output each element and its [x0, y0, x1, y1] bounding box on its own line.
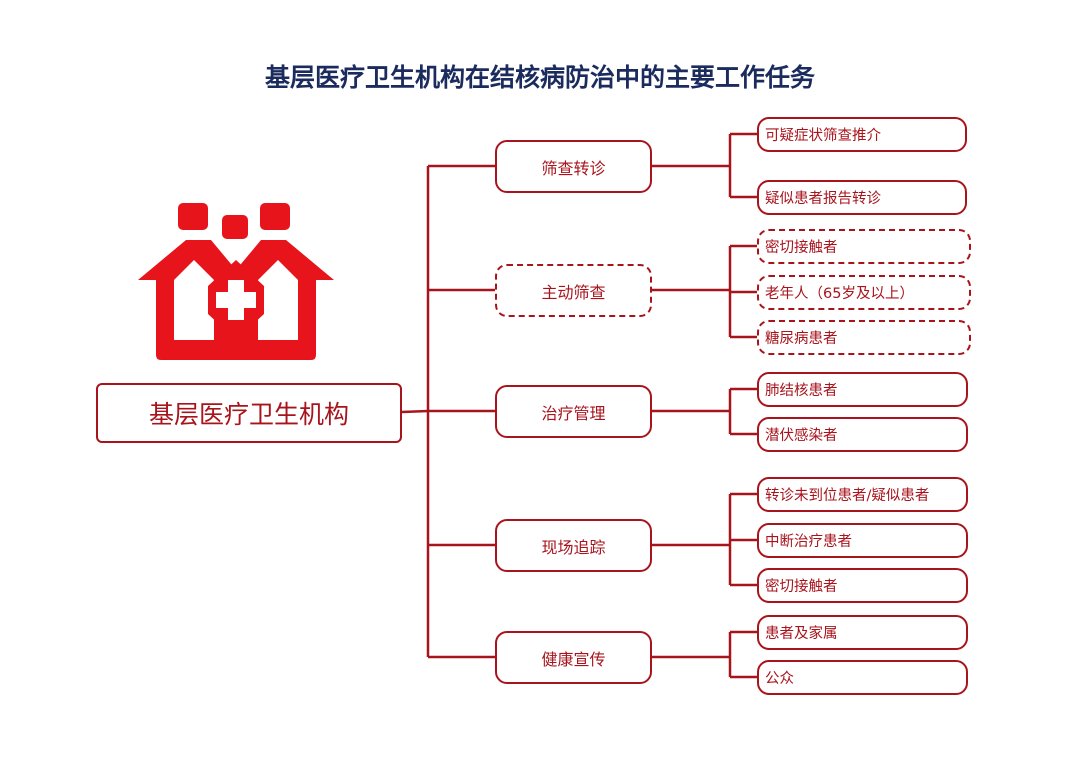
- leaf-node: 中断治疗患者: [757, 523, 968, 558]
- leaf-node: 密切接触者: [757, 568, 968, 603]
- leaf-label: 密切接触者: [765, 240, 838, 256]
- leaf-label: 公众: [765, 671, 794, 687]
- leaf-label: 肺结核患者: [765, 383, 838, 399]
- leaf-label: 转诊未到位患者/疑似患者: [765, 488, 930, 504]
- leaf-label: 疑似患者报告转诊: [765, 191, 881, 207]
- branch-label: 筛查转诊: [541, 158, 606, 178]
- branch-node: 主动筛查: [495, 264, 652, 317]
- branch-node: 现场追踪: [495, 519, 652, 572]
- leaf-label: 老年人（65岁及以上）: [765, 286, 914, 302]
- leaf-label: 中断治疗患者: [765, 534, 852, 550]
- root-connector: [401, 409, 429, 414]
- leaf-node: 老年人（65岁及以上）: [757, 275, 971, 310]
- leaf-node: 糖尿病患者: [757, 320, 971, 355]
- community-health-logo-icon: [138, 203, 334, 360]
- leaf-node: 患者及家属: [757, 615, 968, 650]
- leaf-label: 糖尿病患者: [765, 331, 838, 347]
- branch-label: 健康宣传: [541, 649, 606, 669]
- leaf-node: 疑似患者报告转诊: [757, 180, 967, 215]
- leaf-label: 患者及家属: [765, 626, 838, 642]
- branch-label: 现场追踪: [541, 537, 606, 557]
- page-title: 基层医疗卫生机构在结核病防治中的主要工作任务: [264, 63, 815, 92]
- leaf-node: 转诊未到位患者/疑似患者: [757, 477, 968, 512]
- branch-label: 主动筛查: [541, 282, 606, 302]
- leaf-node: 潜伏感染者: [757, 417, 968, 452]
- root-label: 基层医疗卫生机构: [148, 400, 349, 429]
- leaf-node: 密切接触者: [757, 229, 971, 264]
- branch-label: 治疗管理: [541, 403, 606, 423]
- root-node: 基层医疗卫生机构: [96, 383, 402, 443]
- leaf-label: 可疑症状筛查推介: [765, 128, 881, 144]
- leaf-node: 公众: [757, 660, 968, 695]
- leaf-node: 可疑症状筛查推介: [757, 117, 967, 152]
- branch-node: 健康宣传: [495, 631, 652, 684]
- branch-node: 筛查转诊: [495, 140, 652, 193]
- leaf-label: 潜伏感染者: [765, 428, 838, 444]
- branch-node: 治疗管理: [495, 385, 652, 438]
- leaf-label: 密切接触者: [765, 579, 838, 595]
- leaf-node: 肺结核患者: [757, 372, 968, 407]
